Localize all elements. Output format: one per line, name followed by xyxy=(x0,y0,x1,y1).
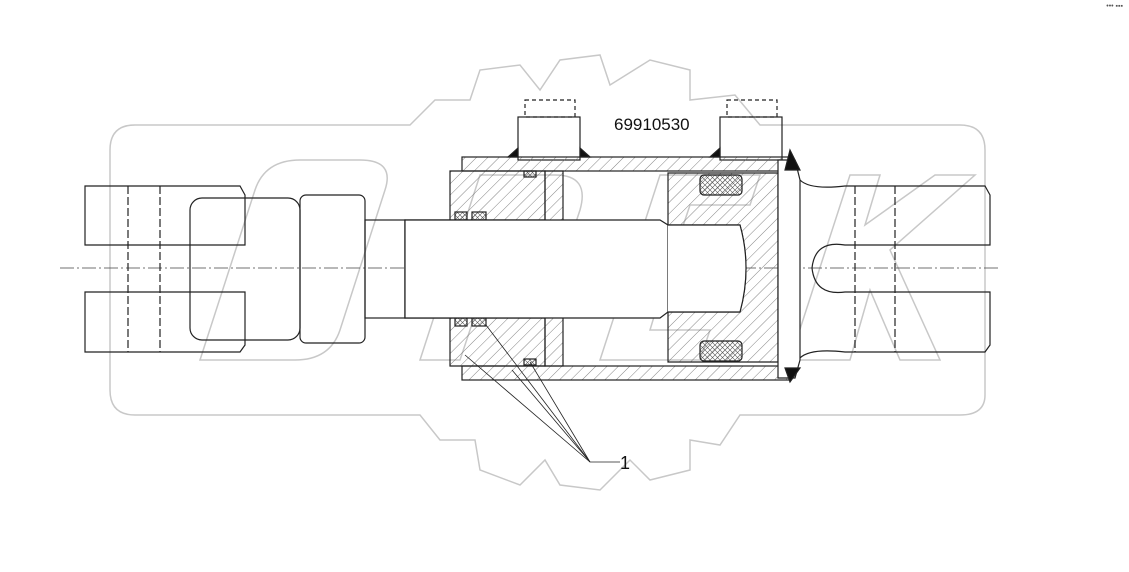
callout-label: 1 xyxy=(620,453,631,473)
port-left xyxy=(517,99,581,161)
part-number-label: 69910530 xyxy=(614,115,690,134)
piston xyxy=(667,172,779,363)
corner-mark: ••• ▪▪▪ xyxy=(1106,3,1123,10)
right-clevis xyxy=(799,179,991,359)
left-clevis xyxy=(84,185,406,353)
callout-leaders xyxy=(464,324,620,463)
piston-rod xyxy=(404,219,669,319)
end-cap xyxy=(777,159,801,379)
port-right xyxy=(719,99,783,161)
